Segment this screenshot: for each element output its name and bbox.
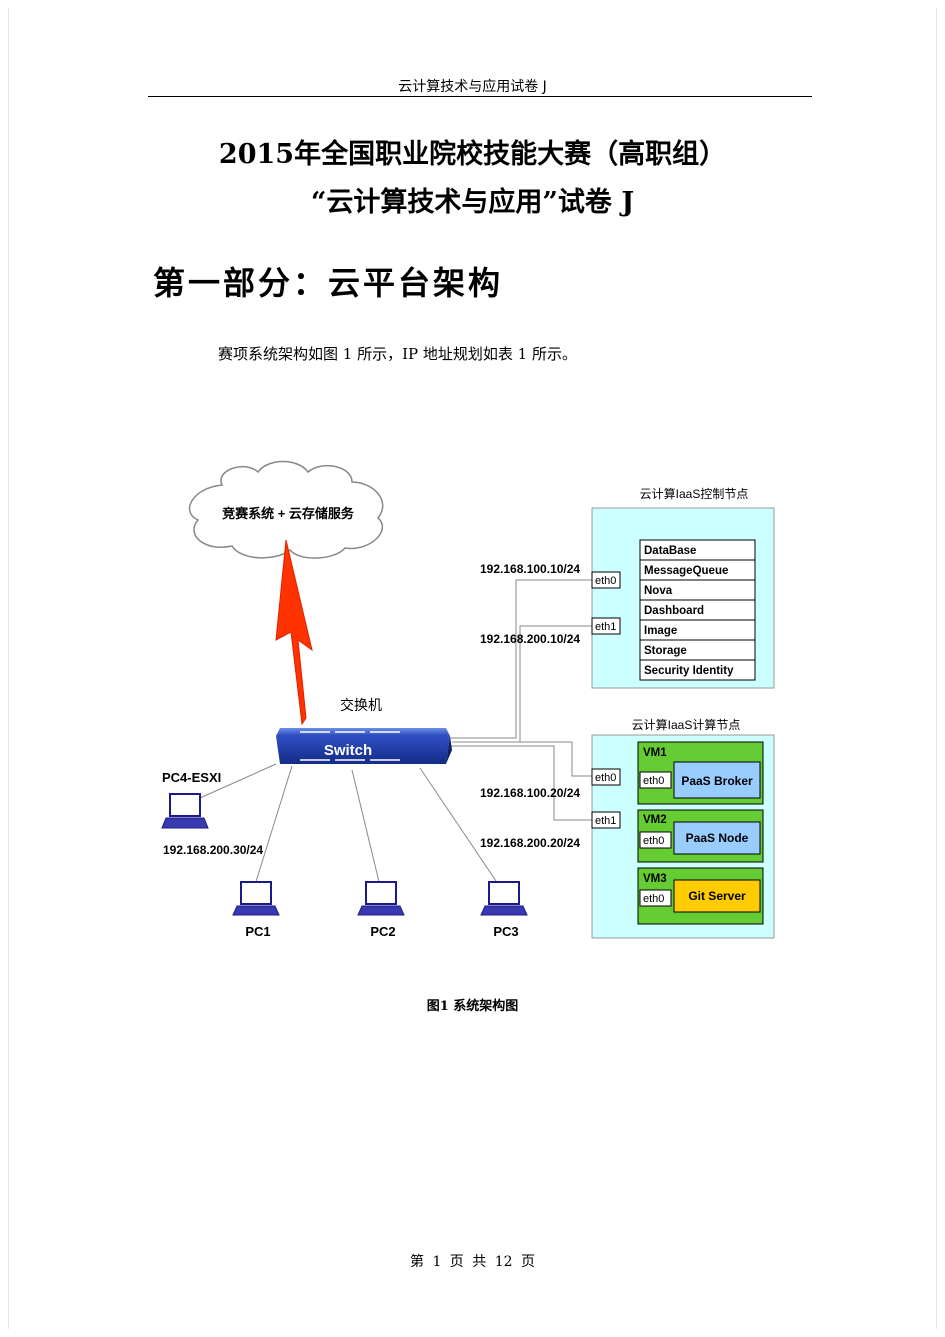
- switch-icon: [276, 728, 452, 764]
- pc1-label: PC1: [245, 924, 270, 939]
- compute-eth0-label: eth0: [595, 772, 616, 784]
- vm3-iface: eth0: [643, 893, 664, 905]
- compute-eth1-label: eth1: [595, 815, 616, 827]
- vm1-iface: eth0: [643, 775, 664, 787]
- switch-caption: 交换机: [340, 697, 382, 713]
- vm2-service: PaaS Node: [686, 831, 749, 845]
- pc2-label: PC2: [370, 924, 395, 939]
- pc2-laptop-icon: [357, 881, 405, 916]
- cloud-label: 竞赛系统 + 云存储服务: [222, 506, 355, 521]
- compute-eth1-ip: 192.168.200.20/24: [480, 836, 580, 850]
- service-item: Security Identity: [644, 665, 734, 677]
- controller-eth0-label: eth0: [595, 575, 616, 587]
- figure-caption: 图1 系统架构图: [426, 999, 519, 1014]
- controller-eth1-label: eth1: [595, 621, 616, 633]
- vm3-box: VM3 eth0 Git Server: [637, 867, 764, 925]
- vm1-service: PaaS Broker: [681, 774, 753, 788]
- switch-label: Switch: [324, 742, 372, 759]
- document-title-line2: “云计算技术与应用”试卷 J: [310, 187, 635, 218]
- controller-eth0-box: [591, 571, 621, 589]
- vm3-name: VM3: [643, 873, 667, 885]
- page-border: [8, 8, 937, 1329]
- controller-node-title: 云计算IaaS控制节点: [640, 486, 749, 501]
- pc3-laptop-icon: [480, 881, 528, 916]
- compute-eth0-ip: 192.168.100.20/24: [480, 786, 580, 800]
- vm1-box: VM1 eth0 PaaS Broker: [637, 741, 764, 805]
- service-item: DataBase: [644, 545, 696, 557]
- intro-paragraph: 赛项系统架构如图 1 所示，IP 地址规划如表 1 所示。: [218, 345, 577, 363]
- page-header: 云计算技术与应用试卷 J: [398, 79, 547, 95]
- controller-service-list: DataBase MessageQueue Nova Dashboard Ima…: [639, 539, 756, 681]
- vm1-name: VM1: [643, 747, 667, 759]
- document-title-line1: 2015年全国职业院校技能大赛（高职组）: [218, 139, 727, 170]
- controller-eth1-ip: 192.168.200.10/24: [480, 632, 580, 646]
- compute-node-title: 云计算IaaS计算节点: [632, 717, 741, 732]
- service-item: Dashboard: [644, 605, 704, 617]
- pc4-laptop-icon: [161, 793, 209, 829]
- service-item: Image: [644, 625, 677, 637]
- pc4-label: PC4-ESXI: [162, 770, 221, 785]
- header-rule: [148, 96, 812, 97]
- pc3-label: PC3: [493, 924, 518, 939]
- section-heading: 第一部分：云平台架构: [153, 264, 504, 302]
- vm2-name: VM2: [643, 814, 667, 826]
- compute-eth0-box: [591, 768, 621, 786]
- service-item: MessageQueue: [644, 565, 728, 577]
- vm2-box: VM2 eth0 PaaS Node: [637, 809, 764, 863]
- cloud-icon: [188, 460, 384, 559]
- network-links: [199, 579, 592, 889]
- compute-eth1-box: [591, 811, 621, 829]
- vm3-service: Git Server: [688, 889, 746, 903]
- pc4-ip: 192.168.200.30/24: [163, 843, 263, 857]
- vm2-iface: eth0: [643, 835, 664, 847]
- service-item: Nova: [644, 585, 673, 597]
- pc1-laptop-icon: [232, 881, 280, 916]
- controller-eth1-box: [591, 617, 621, 635]
- page-footer: 第 1 页 共 12 页: [410, 1254, 535, 1270]
- controller-eth0-ip: 192.168.100.10/24: [480, 562, 580, 576]
- service-item: Storage: [644, 645, 687, 657]
- lightning-bolt-icon: [275, 539, 313, 726]
